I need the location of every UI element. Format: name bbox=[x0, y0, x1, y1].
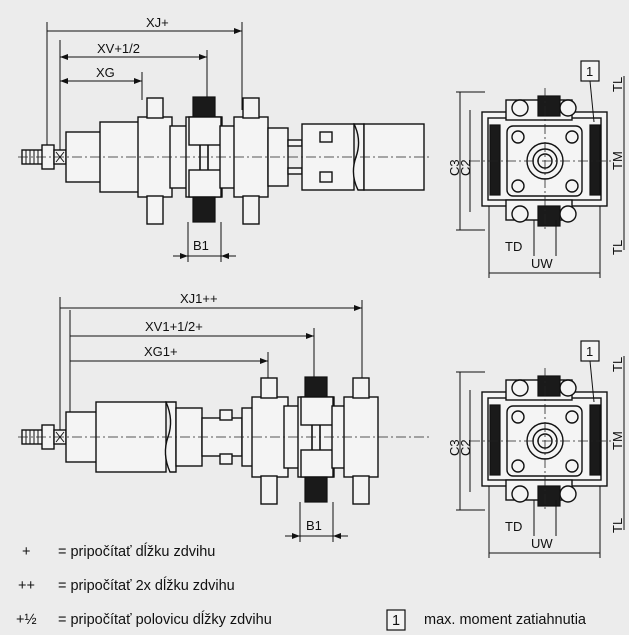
dim-b1-bottom: B1 bbox=[306, 518, 322, 533]
end-dim-uw-b: UW bbox=[531, 536, 553, 551]
legend-symbol: ++ bbox=[18, 578, 35, 594]
end-dim-td: TD bbox=[505, 239, 522, 254]
dim-xv1: XV1+1/2+ bbox=[145, 319, 203, 334]
note-text: max. moment zatiahnutia bbox=[424, 612, 587, 628]
bottom-end-view: C3 C2 1 TL TM TL TD UW bbox=[447, 340, 625, 558]
dim-xj1: XJ1++ bbox=[180, 291, 218, 306]
end-marker-b: 1 bbox=[586, 344, 593, 359]
legend-symbol: + bbox=[22, 544, 30, 560]
note-marker-box bbox=[386, 609, 406, 631]
end-dim-c2-b: C2 bbox=[458, 439, 473, 456]
end-dim-tm-b: TM bbox=[610, 431, 625, 450]
legend: + = pripočítať dĺžku zdvihu ++ = pripočí… bbox=[16, 542, 587, 631]
legend-symbol: +½ bbox=[16, 612, 37, 628]
end-dim-tl-bottom-b: TL bbox=[610, 518, 625, 533]
dim-xv: XV+1/2 bbox=[97, 41, 140, 56]
end-dim-tl-top-b: TL bbox=[610, 357, 625, 372]
legend-text: = pripočítať polovicu dĺžky zdvihu bbox=[58, 610, 272, 628]
end-marker: 1 bbox=[586, 64, 593, 79]
end-dim-tl-top: TL bbox=[610, 77, 625, 92]
dim-xg1: XG1+ bbox=[144, 344, 178, 359]
top-end-view: C3 C2 1 TL TM TL TD UW bbox=[447, 60, 625, 278]
dim-b1: B1 bbox=[193, 238, 209, 253]
end-dim-uw: UW bbox=[531, 256, 553, 271]
dim-xj: XJ+ bbox=[146, 15, 169, 30]
end-dim-c3: C3 bbox=[447, 159, 462, 176]
top-side-view: XJ+ XV+1/2 XG bbox=[18, 15, 430, 262]
end-dim-c3-b: C3 bbox=[447, 439, 462, 456]
end-dim-tm: TM bbox=[610, 151, 625, 170]
legend-text: = pripočítať 2x dĺžku zdvihu bbox=[58, 576, 235, 594]
legend-text: = pripočítať dĺžku zdvihu bbox=[58, 542, 215, 560]
end-dim-td-b: TD bbox=[505, 519, 522, 534]
end-dim-c2: C2 bbox=[458, 159, 473, 176]
bottom-side-view: XJ1++ XV1+1/2+ XG1+ bbox=[18, 291, 430, 542]
end-dim-tl-bottom: TL bbox=[610, 240, 625, 255]
dim-xg: XG bbox=[96, 65, 115, 80]
note-marker: 1 bbox=[392, 613, 400, 629]
